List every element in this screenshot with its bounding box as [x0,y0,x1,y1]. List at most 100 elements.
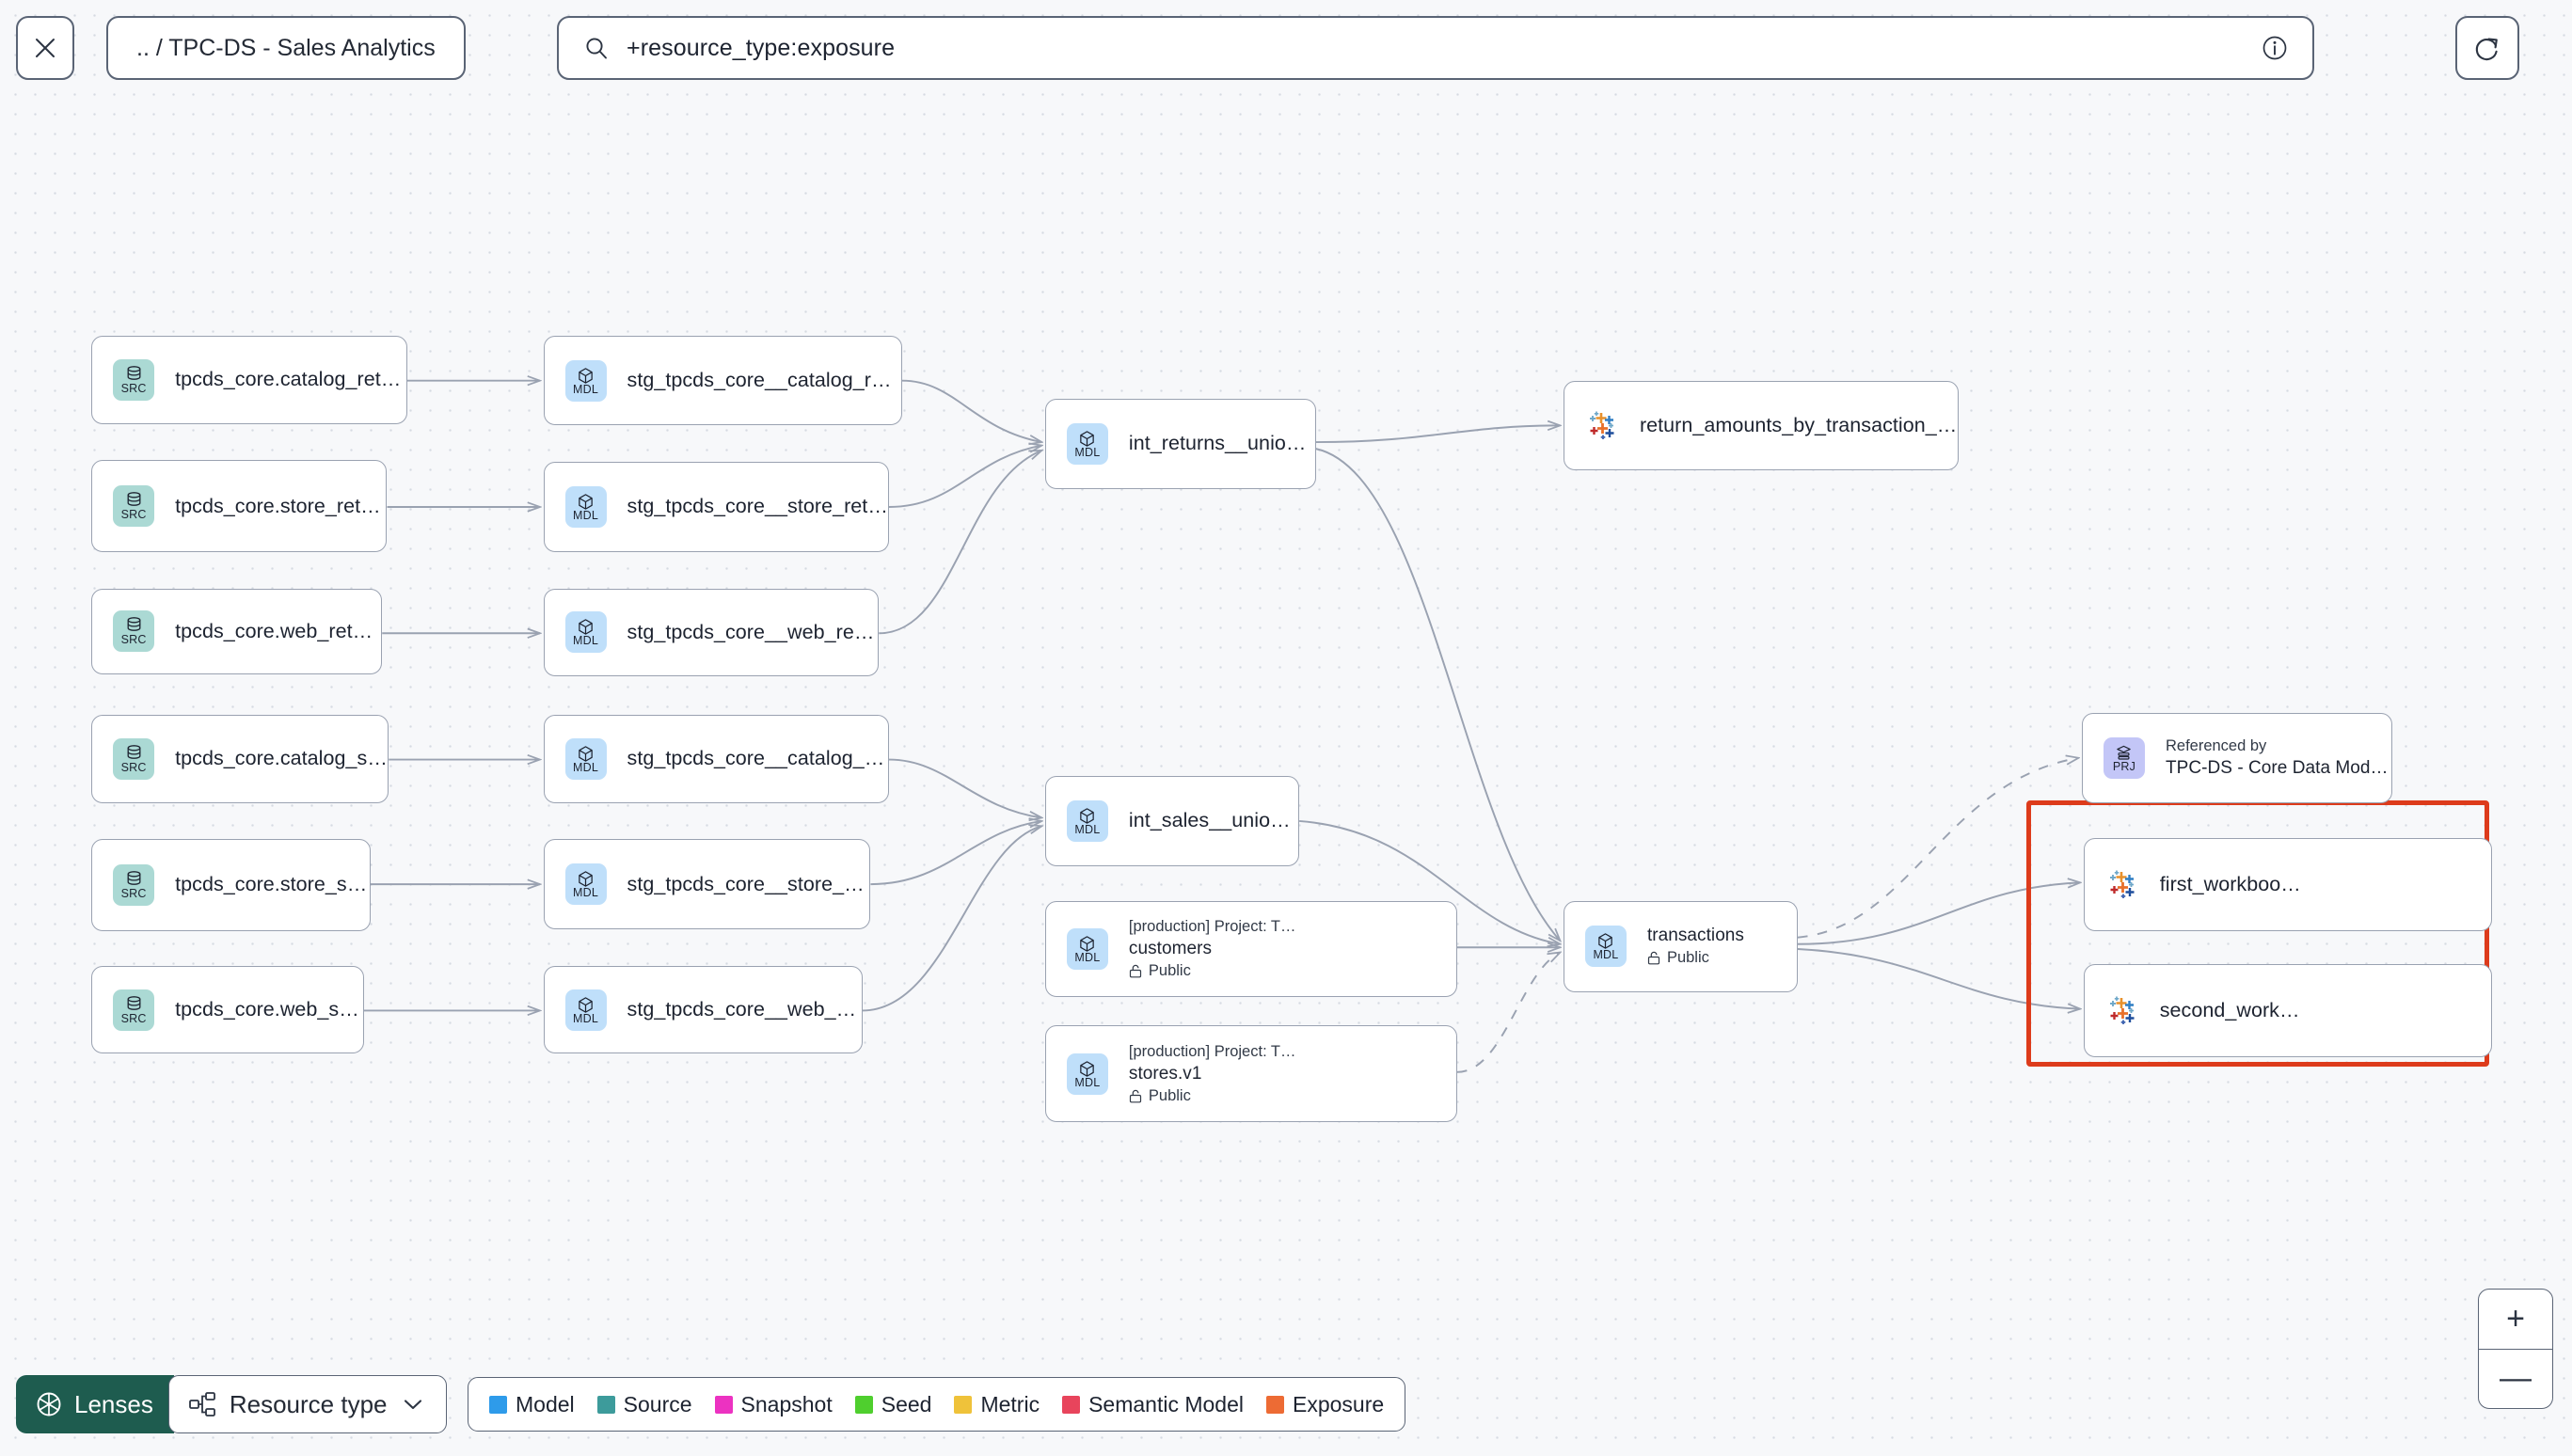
lenses-controls: Lenses Resource type [16,1375,447,1433]
node-stores-v1[interactable]: MDL [production] Project: TPC-DS - Core … [1044,1025,1457,1122]
project-badge: PRJ [2103,736,2145,779]
node-src-store-sales[interactable]: SRC tpcds_core.store_sales [91,839,371,931]
breadcrumb-label: .. / TPC-DS - Sales Analytics [136,34,436,61]
model-badge: MDL [564,359,607,402]
cube-icon [579,996,593,1013]
aperture-icon [37,1392,61,1416]
source-badge: SRC [113,610,155,653]
legend-item-snapshot[interactable]: Snapshot [714,1392,833,1417]
node-title: stores.v1 [1128,1063,1202,1084]
node-title: stg_tpcds_core__store_returns [627,495,888,518]
node-int-returns-unioned[interactable]: MDL int_returns__unioned [1044,399,1316,489]
node-return-amounts-by-transaction-type[interactable]: return_amounts_by_transaction_type [1563,380,1960,471]
source-badge: SRC [113,358,155,401]
resource-type-legend: Model Source Snapshot Seed Metric Semant… [468,1377,1406,1432]
tableau-icon [2109,996,2135,1025]
node-second-workbook[interactable]: second_workbook_connected_to_live… [2083,963,2493,1057]
node-int-sales-unioned[interactable]: MDL int_sales__unioned [1044,776,1300,866]
node-src-catalog-returns[interactable]: SRC tpcds_core.catalog_returns [91,335,407,424]
node-title: transactions [1646,926,1744,946]
node-src-store-returns[interactable]: SRC tpcds_core.store_returns [91,460,388,552]
node-stg-store-returns[interactable]: MDL stg_tpcds_core__store_returns [543,462,889,552]
model-badge: MDL [564,989,607,1031]
node-title: TPC-DS - Core Data Models [2165,757,2392,778]
source-badge: SRC [113,485,155,528]
cube-icon [579,367,593,384]
search-input[interactable]: +resource_type:exposure [557,16,2314,80]
info-icon[interactable] [2260,33,2290,63]
node-customers[interactable]: MDL [production] Project: TPC-DS - Core … [1044,900,1457,998]
refresh-button[interactable] [2455,16,2519,80]
legend-item-exposure[interactable]: Exposure [1266,1392,1384,1417]
badge-label: MDL [1074,445,1101,459]
node-title: tpcds_core.catalog_sales [175,747,389,770]
badge-label: MDL [573,886,599,900]
zoom-controls: + — [2478,1289,2553,1409]
node-title: int_returns__unioned [1128,432,1315,455]
cube-icon [579,871,593,887]
node-stg-catalog-sales[interactable]: MDL stg_tpcds_core__catalog_sales [543,714,889,803]
node-title: stg_tpcds_core__catalog_returns [627,369,901,392]
legend-item-semantic-model[interactable]: Semantic Model [1062,1392,1244,1417]
cube-icon [1080,431,1095,447]
node-project-path: [production] Project: TPC-DS - Core Data… [1128,918,1296,935]
badge-label: SRC [120,886,147,900]
zoom-in-button[interactable]: + [2479,1290,2552,1350]
badge-label: MDL [573,508,599,522]
node-first-workbook[interactable]: first_workbook_attached_to_tpc-ds_-_… [2083,837,2493,931]
legend-item-metric[interactable]: Metric [954,1392,1040,1417]
node-title: second_workbook_connected_to_live… [2159,998,2310,1021]
node-transactions[interactable]: MDL transactions Public [1563,900,1798,992]
legend-item-seed[interactable]: Seed [854,1392,931,1417]
node-title: return_amounts_by_transaction_type [1639,413,1959,436]
resource-type-dropdown[interactable]: Resource type [167,1375,447,1433]
legend-item-source[interactable]: Source [596,1392,692,1417]
chevron-down-icon [404,1400,421,1410]
badge-label: MDL [1074,1075,1101,1089]
badge-label: MDL [1593,948,1619,962]
node-stg-web-returns[interactable]: MDL stg_tpcds_core__web_returns [543,588,880,677]
close-icon [36,39,55,57]
node-title: tpcds_core.catalog_returns [175,368,406,391]
badge-label: SRC [120,1011,147,1025]
badge-label: MDL [573,760,599,774]
stack-icon [2117,745,2132,760]
node-referenced-by-project[interactable]: PRJ Referenced by TPC-DS - Core Data Mod… [2081,713,2393,803]
visibility-label: Public [1148,1086,1191,1104]
legend-label: Exposure [1293,1391,1385,1416]
resource-type-label: Resource type [229,1389,388,1418]
legend-swatch [489,1395,507,1414]
node-title: stg_tpcds_core__store_sales [627,872,870,895]
close-button[interactable] [16,16,74,80]
breadcrumb[interactable]: .. / TPC-DS - Sales Analytics [106,16,466,80]
badge-label: SRC [120,633,147,647]
node-title: customers [1128,939,1212,958]
badge-label: SRC [120,381,147,395]
node-stg-catalog-returns[interactable]: MDL stg_tpcds_core__catalog_returns [543,335,902,426]
node-stg-store-sales[interactable]: MDL stg_tpcds_core__store_sales [543,839,871,929]
node-stg-web-sales[interactable]: MDL stg_tpcds_core__web_sales [543,965,863,1054]
tableau-icon [2109,870,2135,899]
search-value: +resource_type:exposure [627,34,896,61]
node-src-web-sales[interactable]: SRC tpcds_core.web_sales [91,965,364,1054]
node-src-web-returns[interactable]: SRC tpcds_core.web_returns [91,588,383,675]
model-badge: MDL [564,737,607,780]
visibility-label: Public [1666,949,1709,967]
lenses-button[interactable]: Lenses [16,1375,174,1433]
cube-icon [579,745,593,762]
legend-item-model[interactable]: Model [489,1392,575,1417]
node-title: int_sales__unioned [1128,809,1299,832]
hierarchy-icon [188,1392,215,1416]
node-title: first_workbook_attached_to_tpc-ds_-_… [2159,872,2310,895]
node-visibility: Public [1129,962,1296,980]
model-badge: MDL [1584,926,1627,968]
database-icon [127,492,141,506]
database-icon [127,871,141,885]
node-title: tpcds_core.web_sales [175,998,363,1021]
zoom-out-button[interactable]: — [2500,1360,2532,1397]
node-project-path: [production] Project: TPC-DS - Core Data… [1128,1042,1296,1060]
node-src-catalog-sales[interactable]: SRC tpcds_core.catalog_sales [91,714,389,803]
cube-icon [1080,936,1095,952]
search-icon [586,38,607,59]
